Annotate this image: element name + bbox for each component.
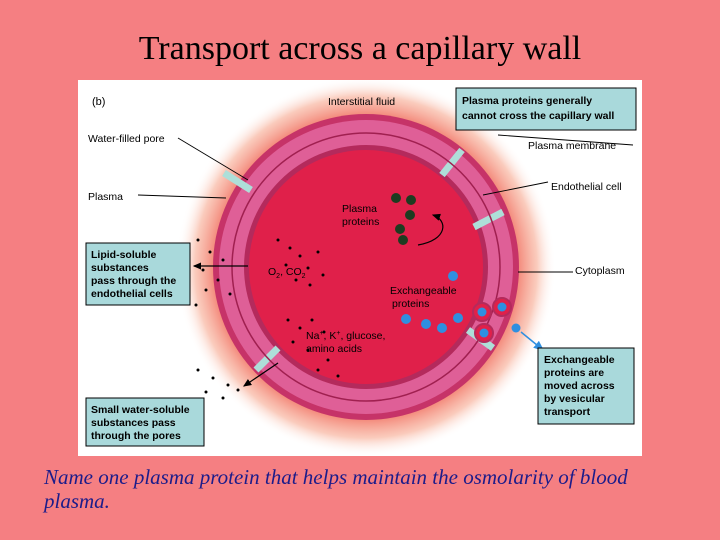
pore-right xyxy=(472,208,505,231)
label-amino-acids: amino acids xyxy=(306,343,362,355)
plasma-protein-arrow xyxy=(417,213,444,246)
box-lipid-soluble: Lipid-soluble substances pass through th… xyxy=(85,242,191,306)
svg-text:Small water-soluble: Small water-soluble xyxy=(91,404,190,416)
svg-text:Lipid-soluble: Lipid-soluble xyxy=(91,249,156,261)
question-text: Name one plasma protein that helps maint… xyxy=(44,465,628,513)
label-water-filled-pore: Water-filled pore xyxy=(88,133,165,145)
pore-lower-left xyxy=(253,345,281,373)
released-protein xyxy=(511,323,521,333)
label-o2-co2: O2, CO2 xyxy=(268,266,306,280)
svg-text:substances: substances xyxy=(91,262,149,274)
svg-text:moved across: moved across xyxy=(544,380,615,392)
svg-text:substances pass: substances pass xyxy=(91,417,176,429)
svg-text:Plasma proteins generally: Plasma proteins generally xyxy=(462,95,592,107)
label-plasma: Plasma xyxy=(88,191,123,203)
label-interstitial-fluid: Interstitial fluid xyxy=(328,96,395,108)
svg-text:cannot cross the capillary wal: cannot cross the capillary wall xyxy=(462,110,614,122)
svg-text:pass through the: pass through the xyxy=(91,275,176,287)
svg-text:endothelial cells: endothelial cells xyxy=(91,288,173,300)
plasma-protein-dots xyxy=(391,193,416,245)
label-plasma-proteins-2: proteins xyxy=(342,216,379,228)
label-exchangeable-proteins-1: Exchangeable xyxy=(390,285,457,297)
endothelial-outlines xyxy=(231,132,501,402)
pore-upper-right xyxy=(439,147,465,178)
svg-text:transport: transport xyxy=(544,406,591,418)
panel-label: (b) xyxy=(92,96,105,108)
svg-text:Exchangeable: Exchangeable xyxy=(544,354,615,366)
label-ions: Na+, K+, glucose, xyxy=(306,330,385,342)
label-cytoplasm: Cytoplasm xyxy=(575,265,625,277)
vesicular-arrow xyxy=(520,331,545,351)
label-exchangeable-proteins-2: proteins xyxy=(392,298,429,310)
label-plasma-membrane: Plasma membrane xyxy=(528,140,616,152)
vesicles xyxy=(472,297,512,343)
label-plasma-proteins-1: Plasma xyxy=(342,203,377,215)
lipid-soluble-dots xyxy=(194,238,325,307)
pore-upper-left xyxy=(222,170,253,193)
slide-title: Transport across a capillary wall xyxy=(138,30,582,67)
label-endothelial-cell: Endothelial cell xyxy=(551,181,622,193)
svg-text:proteins are: proteins are xyxy=(544,367,604,379)
box-plasma-proteins-cannot: Plasma proteins generally cannot cross t… xyxy=(455,87,637,131)
leader-lines xyxy=(137,98,634,273)
svg-text:through the pores: through the pores xyxy=(91,430,181,442)
capillary-diagram: (b) Interstitial fluid Water-filled pore… xyxy=(78,77,642,457)
svg-text:by vesicular: by vesicular xyxy=(544,393,605,405)
exchangeable-protein-dots xyxy=(401,271,463,333)
box-exchangeable-moved: Exchangeable proteins are moved across b… xyxy=(537,347,635,425)
box-small-water-soluble: Small water-soluble substances pass thro… xyxy=(85,397,205,447)
water-soluble-arrow xyxy=(243,362,279,387)
water-soluble-dots xyxy=(196,318,340,400)
